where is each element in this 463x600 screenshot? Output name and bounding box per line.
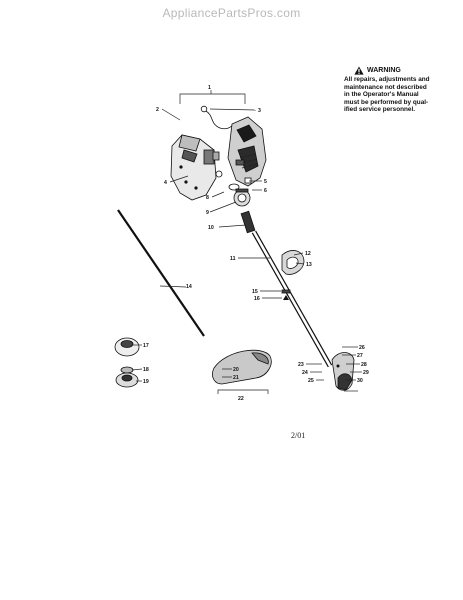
site-watermark: AppliancePartsPros.com xyxy=(162,6,301,20)
callout-26: 26 xyxy=(359,345,365,351)
callout-16: 16 xyxy=(254,296,260,302)
callout-24: 24 xyxy=(302,370,308,376)
callout-21: 21 xyxy=(233,375,239,381)
warning-line: All repairs, adjustments and xyxy=(344,76,430,83)
warning-notice: WARNING All repairs, adjustments and mai… xyxy=(344,66,444,114)
motor-housing-right xyxy=(227,116,267,187)
callout-19: 19 xyxy=(143,379,149,385)
warning-triangle-icon xyxy=(354,66,364,75)
callout-23: 23 xyxy=(298,362,304,368)
motor-parts xyxy=(203,149,252,191)
warning-line: in the Operator's Manual xyxy=(344,91,419,99)
trimmer-guard xyxy=(212,349,272,394)
callout-8: 8 xyxy=(206,195,209,201)
warning-header: WARNING xyxy=(354,66,444,75)
power-cord xyxy=(200,105,235,130)
motor-housing-left xyxy=(170,134,217,201)
warning-title: WARNING xyxy=(367,66,401,74)
callout-12: 12 xyxy=(305,251,311,257)
callout-20: 20 xyxy=(233,367,239,373)
callout-labels: 1 2 3 4 5 6 8 9 10 11 12 13 14 15 16 17 … xyxy=(143,85,369,402)
callout-15: 15 xyxy=(252,289,258,295)
callout-27: 27 xyxy=(357,353,363,359)
shaft-coupler xyxy=(240,210,256,234)
spool-parts xyxy=(114,337,140,388)
callout-30: 30 xyxy=(357,378,363,384)
callout-18: 18 xyxy=(143,367,149,373)
callout-25: 25 xyxy=(308,378,314,384)
callout-14: 14 xyxy=(186,284,192,290)
callout-28: 28 xyxy=(361,362,367,368)
callout-22: 22 xyxy=(238,396,244,402)
callout-4: 4 xyxy=(164,180,167,186)
callout-9: 9 xyxy=(206,210,209,216)
tube-hardware xyxy=(281,289,291,300)
flex-shaft xyxy=(117,209,205,337)
callout-29: 29 xyxy=(363,370,369,376)
callout-5: 5 xyxy=(264,179,267,185)
callout-10: 10 xyxy=(208,225,214,231)
assembly-bracket xyxy=(179,90,246,104)
aux-handle xyxy=(281,250,305,275)
callout-13: 13 xyxy=(306,262,312,268)
date-code: 2/01 xyxy=(291,431,306,440)
leader-lines xyxy=(131,108,362,392)
warning-line: must be performed by qual- xyxy=(344,98,429,106)
main-tube xyxy=(251,230,333,368)
warning-line: ified service personnel. xyxy=(344,106,416,114)
callout-3: 3 xyxy=(258,108,261,114)
callout-6: 6 xyxy=(264,188,267,194)
callout-2: 2 xyxy=(156,107,159,113)
warning-line: maintenance not described xyxy=(344,83,427,91)
callout-11: 11 xyxy=(230,256,236,262)
trimmer-head xyxy=(331,352,355,391)
fan-hub xyxy=(233,188,251,207)
callout-1: 1 xyxy=(208,85,211,91)
callout-17: 17 xyxy=(143,343,149,349)
